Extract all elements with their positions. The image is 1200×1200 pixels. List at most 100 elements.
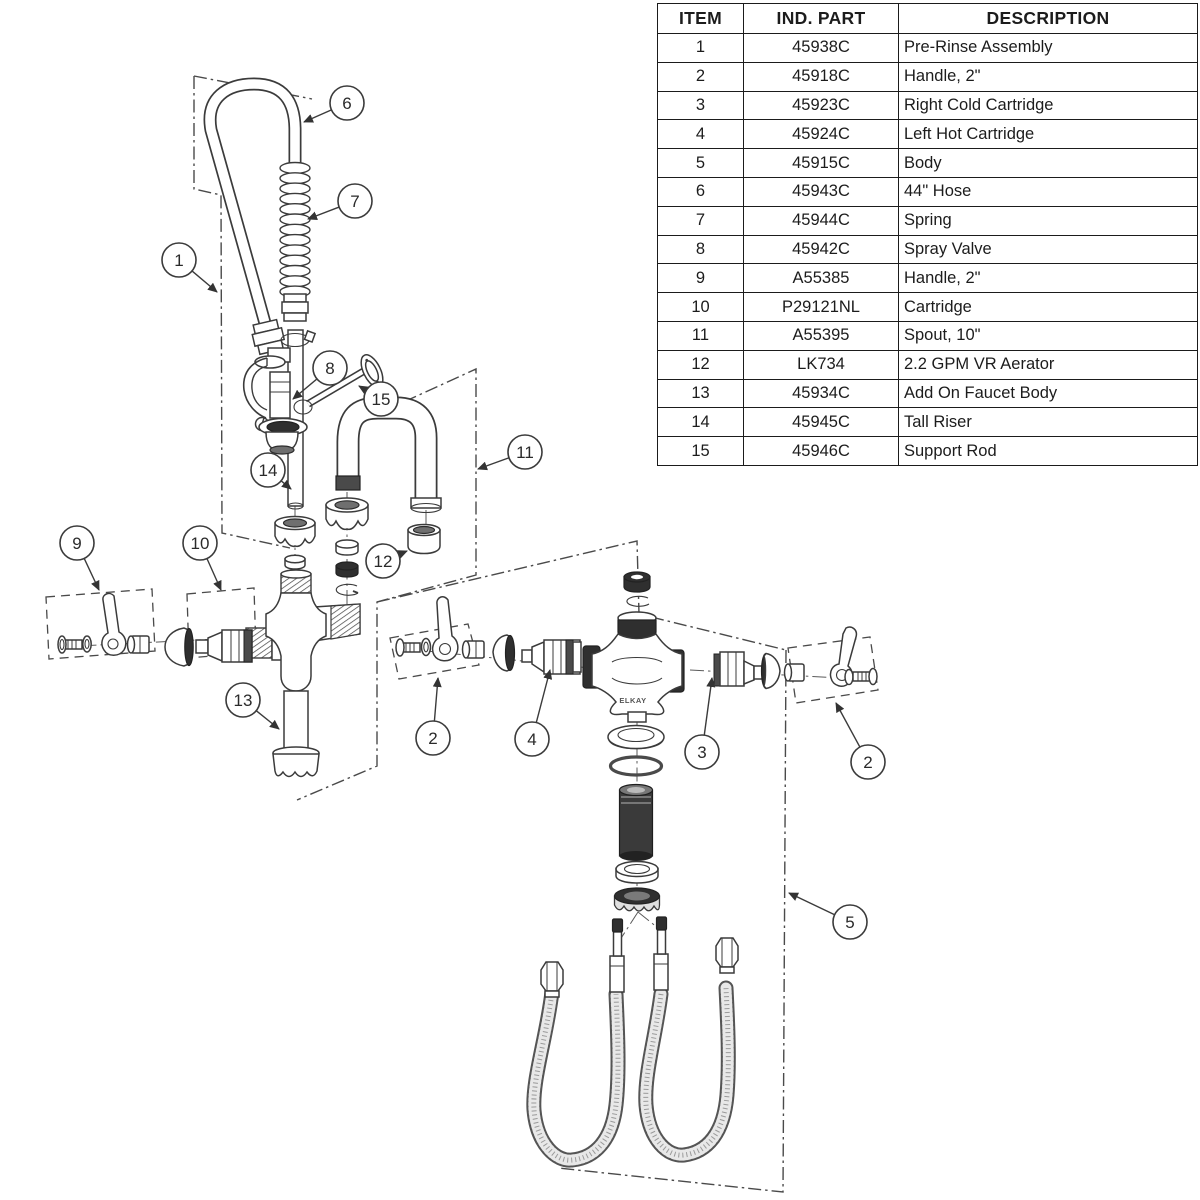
handle2-left-row [395, 596, 582, 675]
balloon-number: 9 [72, 534, 81, 553]
balloon-circle [850, 744, 886, 780]
col-header-description: DESCRIPTION [898, 3, 1198, 34]
callout-balloon-12: 12 [365, 543, 408, 579]
add-on-faucet-body [245, 569, 361, 778]
desc-cell: Cartridge [898, 292, 1198, 322]
supply-hose-right [638, 916, 739, 1163]
balloon-number: 7 [350, 192, 359, 211]
balloon-number: 3 [697, 743, 706, 762]
balloon-number: 13 [234, 691, 253, 710]
desc-cell: Add On Faucet Body [898, 378, 1198, 409]
balloon-number: 1 [174, 251, 183, 270]
balloon-circle [225, 682, 261, 718]
desc-cell: 2.2 GPM VR Aerator [898, 349, 1198, 380]
balloon-circle [250, 452, 286, 488]
leader-line [788, 892, 835, 916]
desc-cell: Pre-Rinse Assembly [898, 33, 1198, 63]
part-cell: 45915C [743, 148, 899, 178]
desc-cell: Spray Valve [898, 234, 1198, 265]
balloon-circle [363, 381, 399, 417]
callout-balloon-14: 14 [250, 452, 292, 490]
hose-hex-nut [540, 961, 564, 992]
handle2-right-row [713, 626, 878, 690]
balloon-number: 14 [259, 461, 278, 480]
leader-line [396, 550, 408, 559]
desc-cell: Right Cold Cartridge [898, 90, 1198, 121]
base-gasket [607, 724, 665, 750]
balloon-number: 10 [191, 534, 210, 553]
spring-coil [279, 182, 311, 195]
part-cell: LK734 [743, 349, 899, 380]
handle9-group [57, 592, 150, 656]
handle-dome [164, 627, 194, 667]
cartridge-left-hot [521, 639, 582, 675]
part-cell: 45942C [743, 234, 899, 265]
handle2-right-box [787, 636, 879, 704]
riser-coupling-stack [274, 515, 316, 570]
leader-line [83, 558, 100, 591]
part-cell: 45945C [743, 407, 899, 438]
spring-coil [279, 275, 311, 288]
balloon-circle [514, 721, 550, 757]
spring [279, 161, 311, 298]
threaded-shank [618, 783, 654, 861]
spring-coil [279, 254, 311, 267]
under-body-stack [607, 724, 665, 912]
balloon-number: 11 [516, 443, 534, 462]
balloon-number: 8 [325, 359, 334, 378]
snap-ring [626, 595, 650, 607]
part-cell: 45923C [743, 90, 899, 121]
item-cell: 7 [657, 205, 744, 236]
item-cell: 12 [657, 349, 744, 380]
col-header-item: ITEM [657, 3, 744, 34]
callout-balloon-4: 4 [514, 669, 553, 757]
locknut [613, 887, 661, 912]
balloon-number: 6 [342, 94, 351, 113]
item-cell: 9 [657, 263, 744, 294]
handle-dome [763, 652, 781, 690]
desc-cell: 44" Hose [898, 176, 1198, 207]
hose-valve-connector [653, 916, 669, 991]
item-cell: 15 [657, 436, 744, 466]
body-boundary-right [557, 649, 787, 1193]
shank-washer [615, 860, 659, 884]
handle-nut [126, 635, 150, 654]
leader-line [477, 457, 510, 471]
desc-cell: Handle, 2" [898, 61, 1198, 92]
balloon-circle [337, 183, 373, 219]
part-cell: A55385 [743, 263, 899, 294]
balloon-circle [684, 734, 720, 770]
leader-line [191, 270, 218, 293]
item-cell: 8 [657, 234, 744, 265]
handle-washer [82, 635, 92, 653]
cartridge-right-cold [713, 651, 764, 687]
balloon-number: 2 [428, 729, 437, 748]
balloon-circle [329, 85, 365, 121]
item-cell: 6 [657, 176, 744, 207]
desc-cell: Spring [898, 205, 1198, 236]
spring-coil [279, 172, 311, 185]
leader-line [280, 479, 292, 490]
part-cell: 45943C [743, 176, 899, 207]
part-cell: 45938C [743, 33, 899, 63]
balloon-number: 4 [527, 730, 536, 749]
spout [335, 396, 442, 514]
top-cap [623, 571, 651, 593]
pre-rinse-boundary-left [193, 76, 291, 549]
callout-balloon-5: 5 [788, 892, 868, 940]
desc-cell: Support Rod [898, 436, 1198, 466]
spout-boundary [296, 367, 477, 801]
lever-handle [101, 592, 127, 656]
leader-line [835, 702, 861, 748]
